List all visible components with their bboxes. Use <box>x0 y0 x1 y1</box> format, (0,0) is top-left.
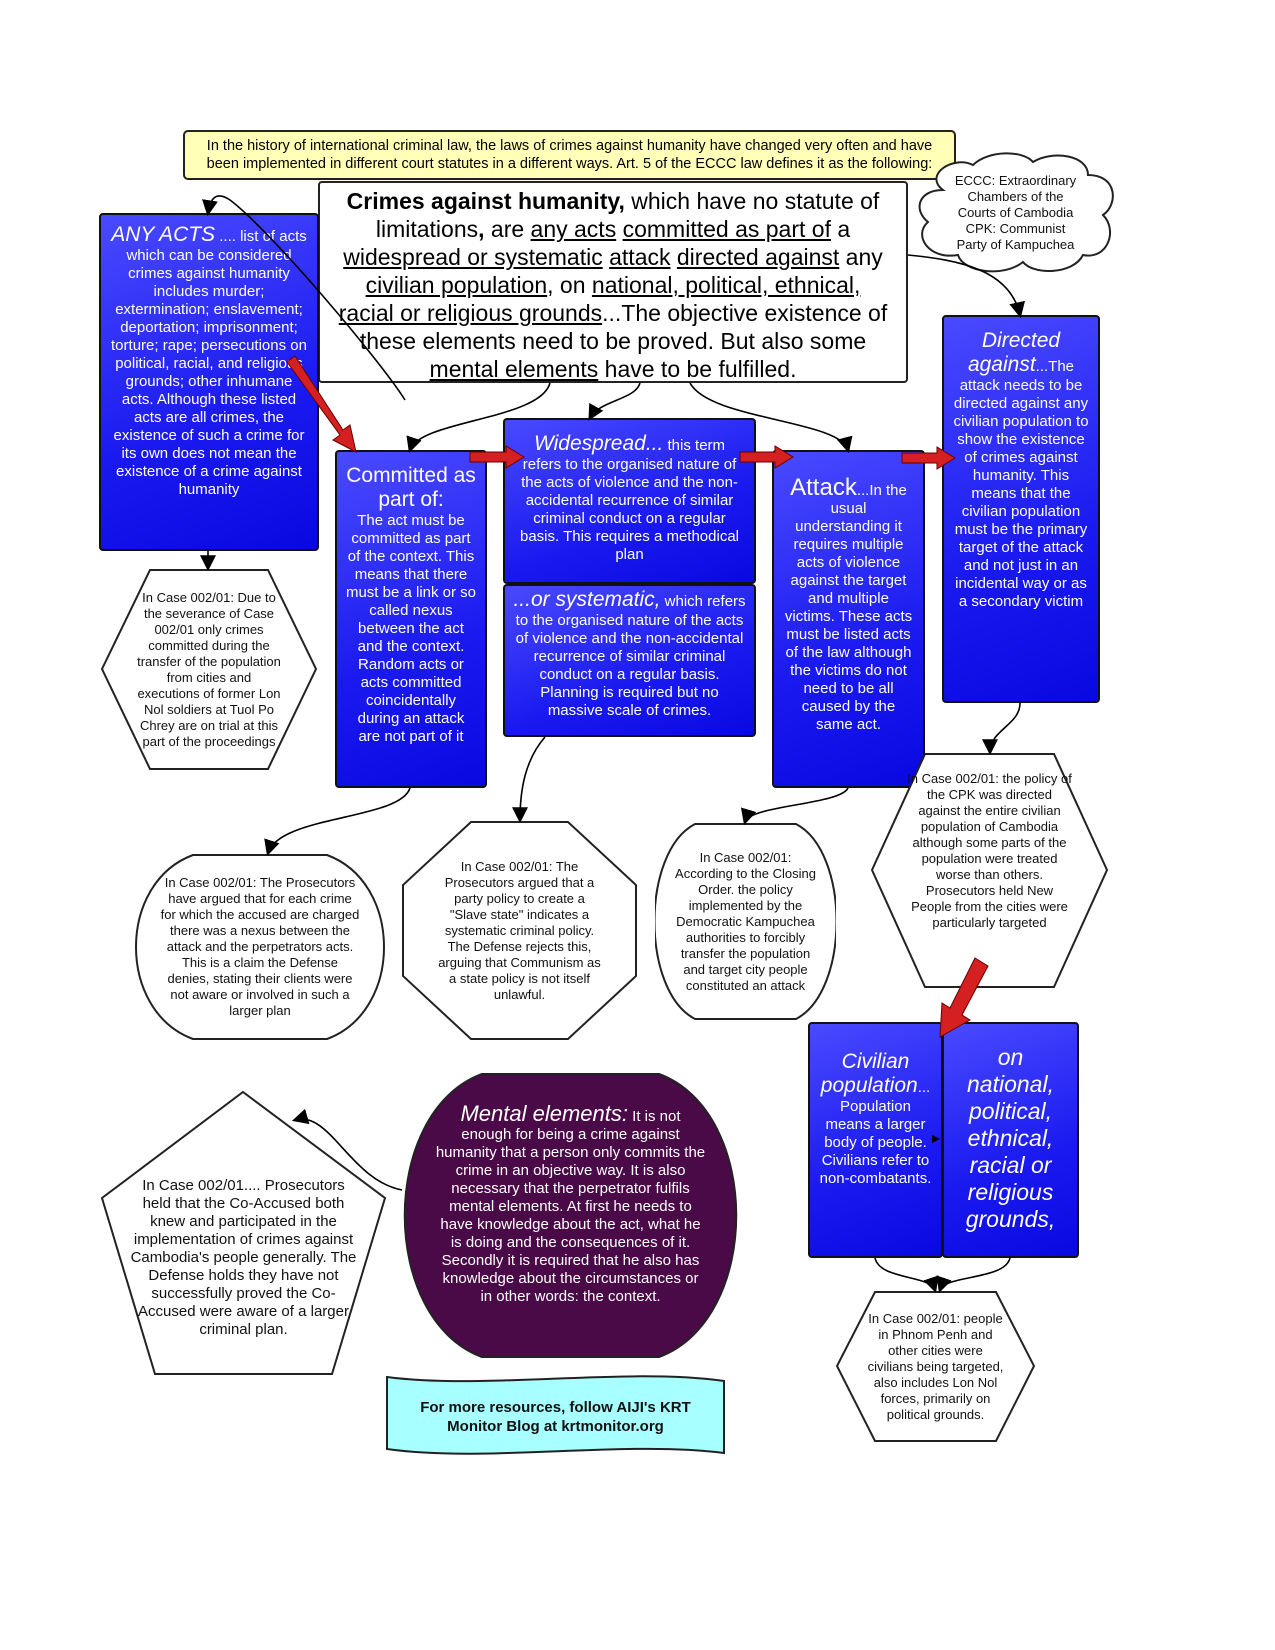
any-acts-title: ANY ACTS <box>111 223 216 246</box>
definition-segment: have to be fulfilled. <box>598 356 797 382</box>
definition-segment: ...The objective existence of these elem… <box>359 300 888 354</box>
widespread-box: Widespread... this term refers to the or… <box>503 418 756 584</box>
case-committed-oval: In Case 002/01: The Prosecutors have arg… <box>133 853 387 1041</box>
systematic-body: which refers to the organised nature of … <box>515 593 746 719</box>
mental-body: It is not enough for being a crime again… <box>435 1108 706 1305</box>
cloud-text: ECCC: Extraordinary Chambers of the Cour… <box>954 172 1077 252</box>
connector-systematic-case <box>512 736 546 824</box>
committed-box: Committed as part of:The act must be com… <box>335 450 487 788</box>
definition-segment: civilian population <box>365 272 548 298</box>
case-civilian-hexagon: In Case 002/01: people in Phnom Penh and… <box>835 1290 1036 1443</box>
case-committed-text: In Case 002/01: The Prosecutors have arg… <box>160 875 360 1018</box>
civilian-box: Civilian population... Population means … <box>808 1022 943 1258</box>
civilian-title: Civilian population <box>820 1050 918 1097</box>
case-mental-text: In Case 002/01.... Prosecutors held that… <box>130 1177 357 1338</box>
any-acts-body: .... list of acts which can be considere… <box>111 228 307 498</box>
case-any-acts-text: In Case 002/01: Due to the severance of … <box>137 589 281 749</box>
definition-segment: Crimes against humanity, <box>346 188 625 214</box>
case-attack-oval: In Case 002/01: According to the Closing… <box>655 822 836 1021</box>
definition-segment: any <box>839 244 883 270</box>
resources-link-text[interactable]: For more resources, follow AIJI's KRT Mo… <box>420 1399 691 1435</box>
definition-segment: committed as part of <box>622 216 831 242</box>
connector-directed-case <box>982 702 1021 756</box>
definition-segment: any acts <box>530 216 617 242</box>
directed-box: Directed against...The attack needs to b… <box>942 315 1100 703</box>
definition-box: Crimes against humanity, which have no s… <box>318 181 908 383</box>
widespread-title: Widespread... <box>533 432 664 455</box>
committed-title: Committed as part of: <box>346 464 476 511</box>
case-systematic-text: In Case 002/01: The Prosecutors argued t… <box>438 858 601 1002</box>
attack-box: Attack...In the usual understanding it r… <box>772 450 925 788</box>
case-directed-hexagon: In Case 002/01: the policy of the CPK wa… <box>870 752 1109 989</box>
definition-segment: a <box>830 216 851 242</box>
definition-segment: mental elements <box>429 356 599 382</box>
civilian-body: ... Population means a larger body of pe… <box>819 1079 932 1187</box>
case-any-acts-hexagon: In Case 002/01: Due to the severance of … <box>100 568 318 771</box>
any-acts-box: ANY ACTS .... list of acts which can be … <box>99 213 319 551</box>
definition-segment: attack <box>609 244 671 270</box>
directed-body: ...The attack needs to be directed again… <box>953 358 1089 610</box>
widespread-body: this term refers to the organised nature… <box>520 437 739 563</box>
connector-committed-case <box>264 787 411 857</box>
case-directed-text: In Case 002/01: the policy of the CPK wa… <box>907 770 1072 930</box>
abbreviations-cloud: ECCC: Extraordinary Chambers of the Cour… <box>913 150 1118 275</box>
case-civilian-text: In Case 002/01: people in Phnom Penh and… <box>867 1310 1004 1422</box>
case-systematic-octagon: In Case 002/01: The Prosecutors argued t… <box>401 820 638 1041</box>
attack-title: Attack <box>790 474 857 501</box>
definition-segment: which have no statute of limitations <box>375 188 880 242</box>
case-attack-text: In Case 002/01: According to the Closing… <box>675 849 816 993</box>
connector-main-widespread <box>588 382 641 421</box>
definition-segment: , on <box>547 272 592 298</box>
grounds-box: on national, political, ethnical, racial… <box>942 1022 1079 1258</box>
case-mental-pentagon: In Case 002/01.... Prosecutors held that… <box>100 1090 387 1376</box>
mental-title: Mental elements: <box>460 1101 628 1126</box>
cloud-shape <box>918 152 1114 273</box>
definition-segment: are <box>484 216 531 242</box>
systematic-box: ...or systematic, which refers to the or… <box>503 584 756 737</box>
connector-attack-case <box>741 787 849 826</box>
mental-elements-box: Mental elements: It is not enough for be… <box>402 1072 739 1359</box>
resources-banner[interactable]: For more resources, follow AIJI's KRT Mo… <box>385 1375 726 1459</box>
systematic-title: ...or systematic, <box>513 588 661 611</box>
connector-civilian-case <box>874 1257 939 1294</box>
definition-segment: directed against <box>676 244 840 270</box>
intro-note: In the history of international criminal… <box>183 130 956 180</box>
definition-segment: widespread or systematic <box>343 244 603 270</box>
attack-body: ...In the usual understanding it require… <box>784 482 913 733</box>
committed-body: The act must be committed as part of the… <box>345 512 477 745</box>
connector-grounds-case <box>936 1257 1011 1294</box>
definition-segment: , <box>478 216 485 242</box>
directed-title: Directed against <box>967 329 1061 376</box>
